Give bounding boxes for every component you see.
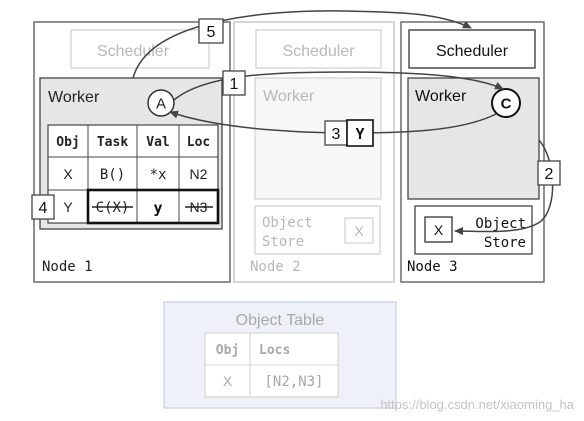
task-table-cell: X — [63, 166, 73, 182]
node-3-worker-label: Worker — [415, 88, 467, 105]
node-1-worker-label: Worker — [48, 89, 100, 106]
task-table-cell: N2 — [190, 166, 208, 182]
message-value-box — [346, 119, 374, 147]
node-1-label: Node 1 — [42, 259, 93, 275]
task-table-header: Val — [146, 135, 169, 150]
object-table-cell: [N2,N3] — [264, 374, 323, 390]
node-2-store-label-line2: Store — [262, 234, 304, 250]
step-2-badge — [537, 160, 561, 186]
object-table-header: Locs — [259, 343, 290, 358]
node-2: Scheduler Worker Object Store X Node 2 — [233, 21, 395, 283]
task-table-header: Obj — [56, 135, 79, 150]
object-table-title: Object Table — [236, 312, 325, 329]
node-1-scheduler-box — [70, 29, 210, 69]
node-3-label: Node 3 — [407, 259, 458, 275]
step-4-number: 4 — [39, 200, 48, 217]
node-2-store-item-box — [344, 217, 374, 244]
watermark: https://blog.csdn.net/xiaoming_ha — [380, 397, 574, 412]
task-table-header: Task — [97, 135, 128, 150]
step-5-number: 5 — [207, 24, 216, 41]
task-table-cell: y — [153, 199, 162, 217]
updated-row-highlight — [86, 188, 220, 225]
arrow-step-1 — [173, 71, 504, 101]
node-3-store-item-box — [424, 216, 453, 243]
object-table-cell: X — [223, 373, 233, 389]
step-labels: 5 1 3 Y 2 4 — [31, 18, 561, 220]
node-3-store-label-line2: Store — [484, 235, 526, 251]
arrow-step-5 — [132, 10, 472, 79]
step-5-badge — [198, 18, 224, 44]
node-3-scheduler-label: Scheduler — [436, 43, 509, 60]
task-table-cell: B() — [100, 167, 125, 183]
message-value: Y — [355, 125, 364, 143]
node-3-store-label-line1: Object — [475, 216, 526, 232]
task-table-cell-struck: C(X) — [96, 200, 130, 216]
node-2-store-label-line1: Object — [262, 215, 313, 231]
worker-c-marker-letter: C — [501, 96, 512, 113]
node-3-scheduler-box — [408, 29, 536, 69]
node-2-scheduler-label: Scheduler — [282, 43, 355, 60]
step-3-number: 3 — [332, 126, 341, 143]
task-table-cell: Y — [63, 199, 73, 215]
node-2-scheduler-box — [255, 29, 382, 69]
task-table-cell: *x — [150, 167, 167, 183]
node-2-store-item: X — [354, 223, 364, 239]
task-table-header: Loc — [187, 135, 210, 150]
object-table-header: Obj — [216, 343, 239, 358]
worker-a-marker-letter: A — [156, 96, 166, 113]
node-3: Scheduler Worker C X Object Store Node 3 — [400, 21, 545, 283]
worker-c-marker — [491, 88, 521, 118]
node-3-store-item: X — [434, 222, 444, 238]
node-1: Scheduler Worker A Obj Task Val Loc X B(… — [33, 21, 231, 283]
step-4-badge — [31, 194, 55, 220]
step-1-number: 1 — [230, 76, 239, 93]
worker-a-marker — [147, 89, 175, 117]
object-table: Object Table Obj Locs X [N2,N3] — [163, 301, 397, 409]
node-1-scheduler-label: Scheduler — [97, 43, 170, 60]
node-2-label: Node 2 — [250, 259, 301, 275]
task-table: Obj Task Val Loc X B() *x N2 Y C(X) y N3 — [47, 124, 220, 225]
step-2-number: 2 — [545, 166, 554, 183]
node-2-worker-label: Worker — [263, 88, 315, 105]
step-1-badge — [222, 70, 246, 96]
